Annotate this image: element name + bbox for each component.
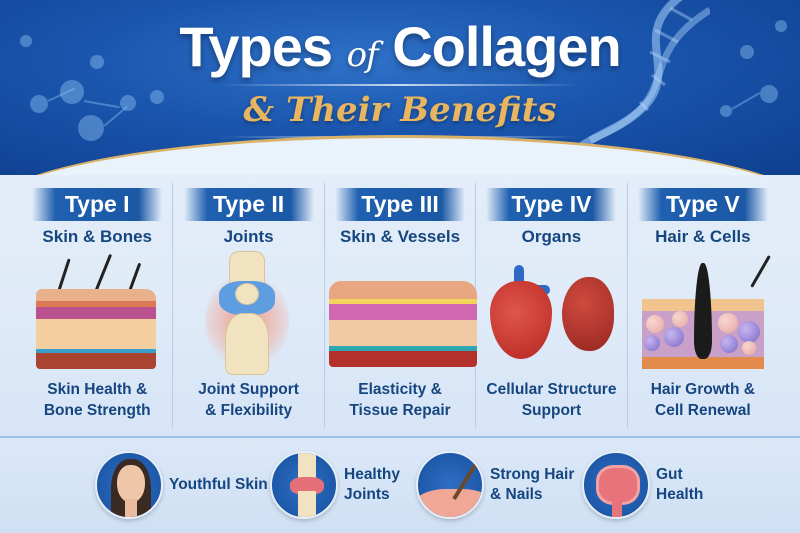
benefit-line: Cell Renewal [655, 402, 751, 419]
feature-label-line: & Nails [490, 486, 543, 503]
title-text-of: of [346, 35, 379, 75]
type-banner: Type III [335, 188, 466, 221]
benefit-line: Cellular Structure [486, 381, 617, 398]
molecule-icon [20, 35, 32, 47]
collagen-type-4: Type IV Organs Cellular Structure Suppor… [476, 183, 628, 428]
collagen-type-3: Type III Skin & Vessels Elasticity & Tis… [325, 183, 477, 428]
collagen-types: Type I Skin & Bones Skin Health & Bone S… [22, 183, 778, 428]
kidney-icon [562, 277, 615, 351]
feature-healthy-joints: Healthy Joints [270, 451, 400, 519]
type-banner: Type V [637, 188, 768, 221]
type-banner: Type II [183, 188, 314, 221]
intestine-icon [582, 451, 650, 519]
feature-label-line: Healthy [344, 466, 400, 483]
feature-label: Healthy Joints [344, 465, 400, 505]
molecule-icon [740, 45, 754, 59]
benefit-line: Tissue Repair [349, 402, 451, 419]
joint-icon [270, 451, 338, 519]
collagen-type-2: Type II Joints Joint Support & Flexibili… [173, 183, 325, 428]
type-benefit: Elasticity & Tissue Repair [325, 379, 475, 421]
type-area: Organs [521, 227, 582, 246]
feature-label-line: Gut [656, 466, 683, 483]
molecule-icon [760, 85, 778, 103]
hair-strand-icon [416, 451, 484, 519]
collagen-type-1: Type I Skin & Bones Skin Health & Bone S… [22, 183, 174, 428]
knee-joint-icon [173, 251, 323, 379]
feature-label-line: Health [656, 486, 704, 503]
type-benefit: Cellular Structure Support [476, 379, 626, 421]
type-benefit: Skin Health & Bone Strength [22, 379, 172, 421]
molecule-icon [78, 115, 104, 141]
type-area: Skin & Bones [42, 227, 152, 246]
type-banner: Type I [32, 188, 163, 221]
type-area: Skin & Vessels [340, 227, 461, 246]
type-area: Hair & Cells [655, 227, 751, 246]
heart-kidney-icon [476, 251, 626, 379]
molecule-icon [775, 20, 787, 32]
feature-label: Strong Hair & Nails [490, 465, 574, 505]
heart-icon [490, 281, 553, 359]
benefit-line: Elasticity & [358, 381, 442, 398]
molecule-icon [60, 80, 84, 104]
benefit-line: Bone Strength [43, 402, 151, 419]
feature-gut-health: Gut Health [582, 451, 703, 519]
benefits-footer: Youthful Skin Healthy Joints Strong Hair… [0, 436, 800, 533]
molecule-icon [150, 90, 164, 104]
molecule-icon [720, 105, 732, 117]
page-subtitle: & Their Benefits [243, 90, 557, 130]
divider [220, 84, 580, 86]
benefit-line: Skin Health & [47, 381, 148, 398]
skin-cross-section-icon [22, 251, 172, 379]
benefit-line: Hair Growth & [650, 381, 755, 398]
title-text-collagen: Collagen [392, 15, 621, 78]
title-text-types: Types [179, 15, 333, 78]
molecule-icon [90, 55, 104, 69]
benefit-line: & Flexibility [205, 402, 293, 419]
feature-label-line: Joints [344, 486, 390, 503]
type-area: Joints [223, 227, 274, 246]
feature-label: Youthful Skin [169, 475, 268, 495]
skin-vessels-icon [325, 251, 477, 379]
type-banner: Type IV [486, 188, 617, 221]
type-benefit: Joint Support & Flexibility [173, 379, 323, 421]
feature-label: Gut Health [656, 465, 703, 505]
feature-label-line: Strong Hair [490, 466, 575, 483]
dna-helix-icon [570, 0, 710, 160]
woman-face-icon [95, 451, 163, 519]
feature-youthful-skin: Youthful Skin [95, 451, 268, 519]
benefit-line: Joint Support [198, 381, 299, 398]
type-benefit: Hair Growth & Cell Renewal [628, 379, 778, 421]
header-banner: Types of Collagen & Their Benefits [0, 0, 800, 175]
collagen-type-5: Type V Hair & Cells H [628, 183, 778, 428]
feature-strong-hair: Strong Hair & Nails [416, 451, 574, 519]
feature-label-line: Youthful Skin [169, 476, 268, 493]
page-title: Types of Collagen [0, 14, 800, 79]
molecule-icon [120, 95, 136, 111]
benefit-line: Support [521, 402, 582, 419]
hair-follicle-icon [628, 251, 778, 379]
molecule-icon [30, 95, 48, 113]
